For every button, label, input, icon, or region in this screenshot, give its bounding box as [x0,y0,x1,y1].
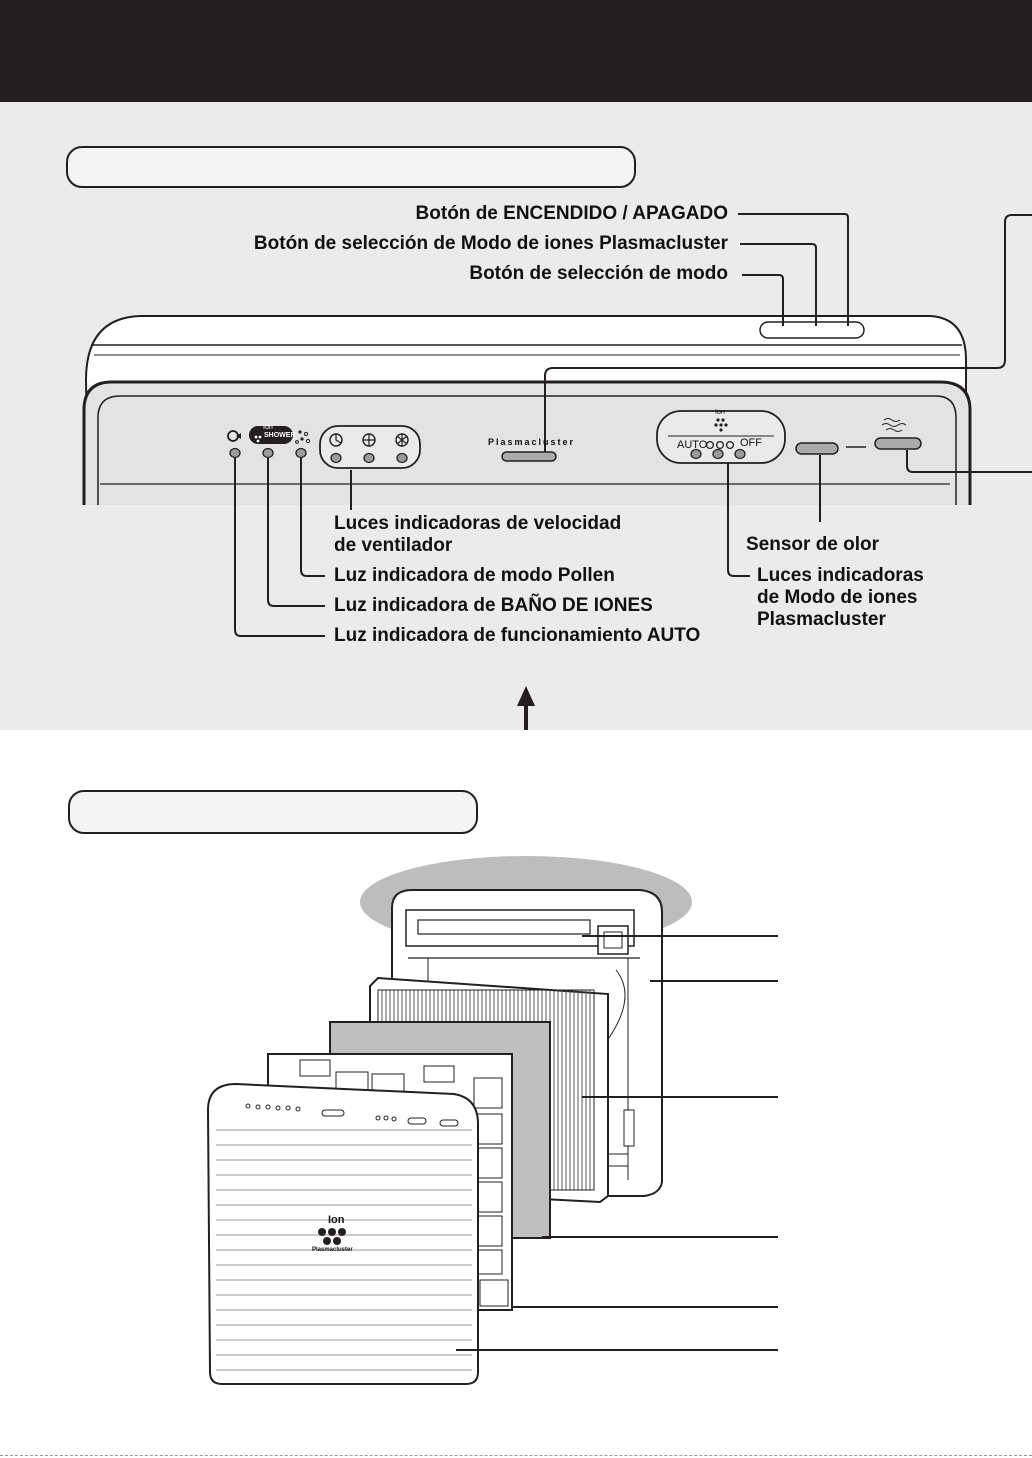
callout-fan-speed-lights-1: Luces indicadoras de velocidad [334,513,622,534]
off-label: OFF [740,437,762,449]
ion-label-ion-box: Ion [715,409,725,416]
callout-odor-sensor: Sensor de olor [746,534,880,555]
callout-power-button: Botón de ENCENDIDO / APAGADO [415,203,728,224]
pollen-icon [295,430,311,444]
callout-ion-mode-button: Botón de selección de Modo de iones Plas… [253,233,728,254]
pre-filter [267,1053,513,1311]
callout-fan-speed-lights-2: de ventilador [334,535,453,556]
odor-sensor-window [795,442,839,455]
dust-sensor-window [874,437,922,450]
section-title-box-parts [68,790,478,834]
callout-ion-lights-3: Plasmacluster [757,609,886,630]
brand-label: Plasmacluster [488,437,576,447]
ion-mode-indicator-box [656,410,786,464]
page-bottom-rule [0,1455,1032,1456]
ion-logo-icon [318,1228,346,1245]
callout-ion-shower-light: Luz indicadora de BAÑO DE IONES [334,595,653,616]
main-unit [391,889,663,1197]
callout-mode-button: Botón de selección de modo [469,263,728,284]
control-panel-illustration [82,213,1032,730]
plasmacluster-window [501,451,557,462]
section-title-box-control-panel [66,146,636,188]
indicator-lights-left [229,447,307,459]
callout-ion-lights-1: Luces indicadoras [757,565,924,586]
leader-lines-top [544,213,1032,452]
deodorizing-filter [329,1021,551,1239]
dust-sensor-icon [881,418,907,432]
ion-shower-icon [249,426,293,444]
hepa-filter [369,976,609,1204]
front-panel-brand-label: Plasmacluster [312,1247,353,1253]
auto-label: AUTO [677,439,708,451]
front-panel [206,1082,479,1385]
callout-ion-lights-2: de Modo de iones [757,587,918,608]
ion-small-label: Ion [263,424,273,431]
front-panel-ion-label: Ion [328,1214,345,1226]
leader-lines-bottom [234,450,1032,637]
callout-pollen-light: Luz indicadora de modo Pollen [334,565,615,586]
shower-label: SHOWER [264,432,296,439]
callout-auto-light: Luz indicadora de funcionamiento AUTO [334,625,701,646]
auto-icon [227,430,241,442]
header-bar [0,0,1032,102]
arrow-up-icon [517,686,535,730]
fan-speed-indicator-box [319,425,421,469]
parts-leader-lines [456,935,778,1351]
